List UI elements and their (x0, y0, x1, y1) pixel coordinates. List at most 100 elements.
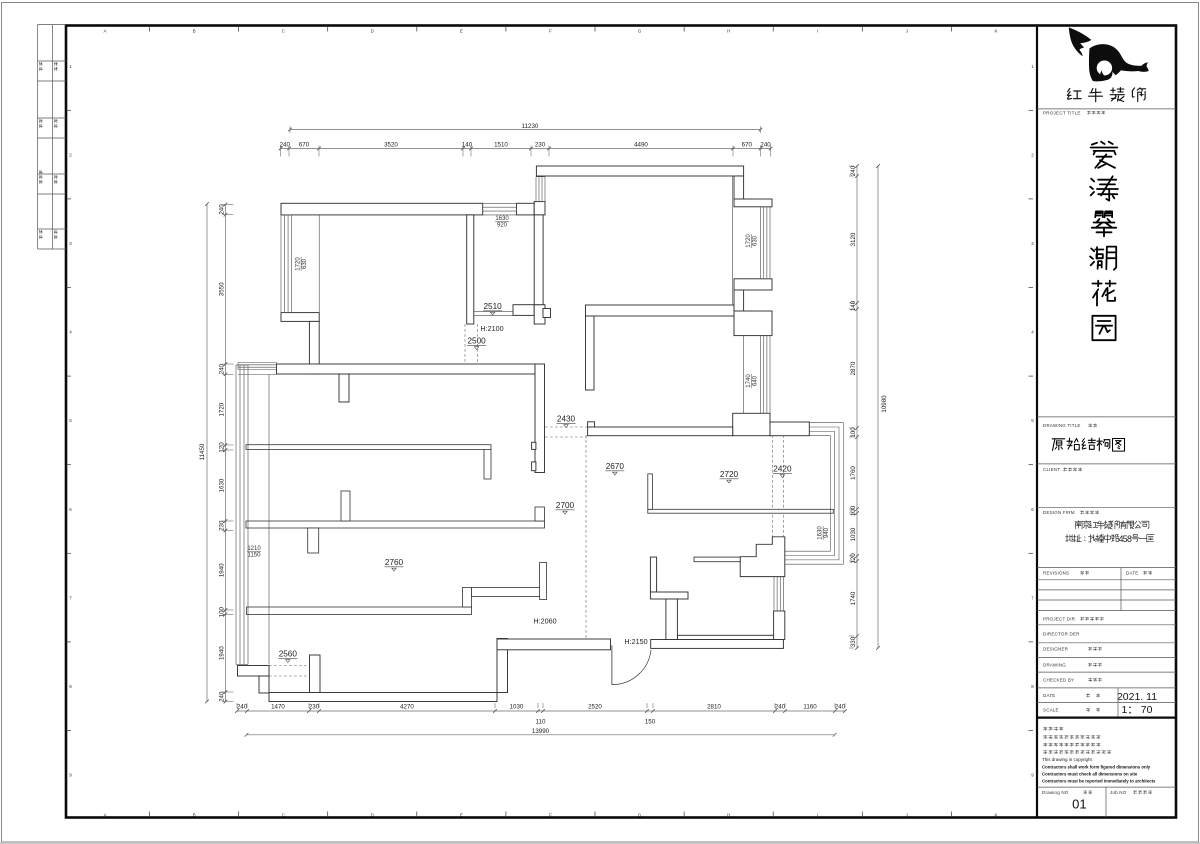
svg-text:4: 4 (69, 330, 72, 335)
svg-text:8: 8 (69, 684, 72, 689)
svg-text:1160: 1160 (803, 704, 817, 711)
svg-text:1： 70: 1： 70 (1122, 704, 1153, 716)
svg-text:1030: 1030 (850, 527, 857, 541)
svg-text:120: 120 (218, 442, 225, 453)
svg-text:1510: 1510 (494, 141, 508, 148)
svg-text:A: A (103, 29, 106, 34)
svg-text:100: 100 (850, 427, 857, 438)
svg-text:11230: 11230 (522, 123, 539, 130)
svg-text:3550: 3550 (218, 282, 225, 296)
svg-text:PROJECT DIR: PROJECT DIR (1043, 617, 1076, 622)
svg-text:1720: 1720 (746, 234, 752, 248)
svg-text:1150: 1150 (248, 553, 262, 559)
svg-text:940: 940 (824, 527, 830, 538)
svg-text:E: E (460, 29, 463, 34)
svg-text:11450: 11450 (199, 443, 206, 460)
svg-text:1760: 1760 (850, 466, 857, 480)
svg-text:DESIGN FIRM: DESIGN FIRM (1043, 510, 1075, 515)
svg-text:5: 5 (1031, 418, 1034, 423)
svg-text:DATE: DATE (1126, 571, 1138, 576)
svg-text:240: 240 (835, 704, 846, 711)
svg-text:C: C (282, 29, 286, 34)
svg-text:2760: 2760 (385, 558, 404, 567)
svg-text:D: D (371, 29, 375, 34)
svg-text:B: B (193, 29, 196, 34)
svg-text:1470: 1470 (271, 704, 285, 711)
svg-text:Drawing NO: Drawing NO (1042, 790, 1069, 795)
svg-text:C: C (282, 813, 286, 818)
svg-text:3: 3 (1031, 241, 1034, 246)
svg-text:2520: 2520 (588, 704, 602, 711)
svg-text:9: 9 (1031, 773, 1034, 778)
svg-text:3: 3 (69, 241, 72, 246)
svg-text:DIRECTOR DER: DIRECTOR DER (1043, 632, 1080, 637)
svg-text:8: 8 (1127, 534, 1132, 544)
svg-text:240: 240 (218, 204, 225, 215)
svg-text:5: 5 (1123, 534, 1128, 544)
svg-text:13990: 13990 (532, 728, 550, 735)
svg-text:SCALE: SCALE (1043, 708, 1059, 713)
svg-text:DRAWING TITLE: DRAWING TITLE (1043, 423, 1081, 428)
svg-text:3520: 3520 (384, 141, 398, 148)
svg-text:1720: 1720 (296, 257, 302, 271)
svg-text:100: 100 (850, 505, 857, 516)
svg-text:H:2150: H:2150 (624, 637, 647, 646)
svg-text:G: G (638, 813, 642, 818)
svg-text:DATE: DATE (1043, 693, 1055, 698)
svg-text:630: 630 (302, 258, 308, 269)
svg-text:A: A (103, 813, 106, 818)
svg-text:1940: 1940 (218, 563, 225, 577)
svg-text:D: D (371, 813, 375, 818)
svg-text:240: 240 (760, 141, 771, 148)
svg-text:1630: 1630 (818, 526, 824, 540)
svg-text:REVISIONS: REVISIONS (1043, 571, 1069, 576)
svg-text:H:2100: H:2100 (480, 324, 503, 333)
svg-text:240: 240 (775, 704, 786, 711)
svg-text:4490: 4490 (634, 141, 648, 148)
svg-text:2670: 2670 (606, 462, 625, 471)
svg-text:J: J (906, 29, 908, 34)
svg-text:1: 1 (1031, 64, 1034, 69)
svg-text:7: 7 (1031, 595, 1034, 600)
svg-text:120: 120 (850, 553, 857, 564)
svg-text:4: 4 (1031, 330, 1034, 335)
svg-text:F: F (549, 29, 552, 34)
svg-text:240: 240 (280, 141, 291, 148)
svg-text:H: H (727, 813, 730, 818)
svg-text:10980: 10980 (881, 395, 888, 413)
svg-text:240: 240 (218, 691, 225, 702)
svg-text:630: 630 (753, 235, 759, 246)
svg-text:Job NO: Job NO (1110, 790, 1127, 795)
svg-text:110: 110 (536, 719, 546, 726)
svg-text:H: H (727, 29, 730, 34)
svg-text:I: I (817, 813, 818, 818)
svg-text:5: 5 (69, 418, 72, 423)
svg-text:2500: 2500 (467, 337, 486, 346)
svg-text:230: 230 (309, 704, 320, 711)
svg-text:8: 8 (1031, 684, 1034, 689)
svg-text:1740: 1740 (746, 374, 752, 388)
svg-text:3120: 3120 (850, 232, 857, 246)
svg-text:1630: 1630 (495, 216, 509, 222)
svg-text:240: 240 (237, 704, 248, 711)
svg-text:B: B (193, 813, 196, 818)
svg-text:1720: 1720 (218, 402, 225, 416)
svg-text:1210: 1210 (247, 546, 261, 552)
svg-text:2810: 2810 (707, 704, 721, 711)
svg-text:1030: 1030 (510, 704, 524, 711)
svg-text:PROJECT TITLE: PROJECT TITLE (1043, 110, 1081, 115)
svg-text:2430: 2430 (557, 415, 576, 424)
svg-text:Contractors must check all dim: Contractors must check all dimensions on… (1042, 772, 1138, 777)
svg-text:Contractors shall work form fi: Contractors shall work form figured dime… (1042, 764, 1151, 769)
svg-text:2: 2 (1031, 152, 1034, 157)
svg-text:4: 4 (1119, 534, 1124, 544)
svg-text:4270: 4270 (400, 704, 414, 711)
svg-text:E: E (460, 813, 463, 818)
svg-text:CLIENT: CLIENT (1043, 467, 1060, 472)
svg-text:H:2060: H:2060 (533, 617, 556, 626)
svg-text:CHECKED BY: CHECKED BY (1043, 678, 1074, 683)
svg-text:330: 330 (850, 636, 857, 647)
svg-text:140: 140 (462, 141, 473, 148)
svg-text:100: 100 (218, 606, 225, 617)
svg-text:2720: 2720 (720, 470, 739, 479)
